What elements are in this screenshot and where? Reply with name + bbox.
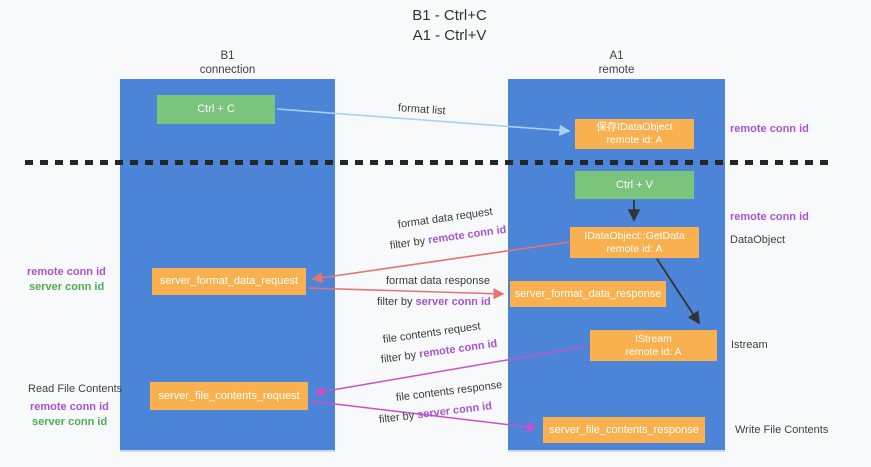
lane-a1-subtitle: remote (598, 64, 635, 76)
save-idataobject-line1: 保存IDataObject (596, 121, 673, 133)
label-format-data-response: format data response (386, 275, 490, 287)
annotation-left-server-conn-id-1: server conn id (29, 281, 105, 293)
label-filter-server-1: filter by server conn id (377, 296, 491, 308)
istream-line2: remote id: A (625, 345, 682, 358)
label-format-list: format list (397, 102, 446, 118)
lane-header-a1: A1 remote (508, 49, 725, 77)
box-ctrl-c: Ctrl + C (157, 95, 275, 124)
annotation-left-server-conn-id-2: server conn id (32, 416, 108, 428)
istream-line1: IStream (635, 332, 672, 345)
annotation-remote-conn-id-mid: remote conn id (730, 211, 809, 223)
box-server-file-contents-request: server_file_contents_request (150, 382, 308, 410)
filter-by-text: filter by (377, 296, 413, 308)
box-server-format-data-response: server_format_data_response (510, 281, 666, 307)
ctrl-c-label: Ctrl + C (197, 103, 235, 115)
ctrl-v-label: Ctrl + V (616, 178, 653, 191)
lane-header-b1: B1 connection (120, 49, 335, 77)
server-format-data-response-label: server_format_data_response (514, 287, 662, 300)
remote-conn-id-text: remote conn id (418, 337, 499, 361)
arrow-format-data-response (307, 287, 505, 300)
title-line-2: A1 - Ctrl+V (412, 27, 487, 44)
box-server-file-contents-response: server_file_contents_response (543, 417, 705, 443)
box-server-format-data-request: server_format_data_request (152, 268, 306, 295)
annotation-dataobject: DataObject (730, 234, 786, 246)
remote-conn-id-text: remote conn id (427, 223, 508, 247)
label-filter-server-2: filter by server conn id (378, 400, 492, 426)
filter-by-text: filter by (389, 235, 426, 252)
title-line-1: B1 - Ctrl+C (412, 7, 487, 24)
getdata-line1: IDataObject::GetData (584, 229, 685, 242)
annotation-remote-conn-id-top: remote conn id (730, 123, 809, 135)
annotation-read-file-contents: Read File Contents (28, 383, 123, 395)
diagram-title: B1 - Ctrl+C A1 - Ctrl+V (347, 6, 552, 46)
server-file-contents-response-label: server_file_contents_response (549, 423, 699, 436)
annotation-left-remote-conn-id-1: remote conn id (27, 266, 106, 278)
server-format-data-request-label: server_format_data_request (159, 275, 299, 287)
getdata-line2: remote id: A (606, 242, 663, 255)
box-istream: IStream remote id: A (590, 330, 717, 361)
filter-by-text: filter by (380, 349, 417, 366)
server-conn-id-text: server conn id (416, 400, 493, 422)
lane-b1-title: B1 (220, 50, 235, 62)
box-save-idataobject: 保存IDataObject remote id: A (575, 119, 694, 149)
annotation-istream: Istream (731, 339, 768, 351)
annotation-left-remote-conn-id-2: remote conn id (30, 401, 109, 413)
server-file-contents-request-label: server_file_contents_request (158, 389, 300, 402)
server-conn-id-text: server conn id (415, 296, 491, 308)
dashed-divider (25, 160, 833, 165)
lane-b1-subtitle: connection (199, 64, 256, 76)
filter-by-text: filter by (378, 409, 415, 426)
box-idataobject-getdata: IDataObject::GetData remote id: A (570, 227, 699, 258)
lane-a1-title: A1 (609, 50, 624, 62)
box-ctrl-v: Ctrl + V (575, 171, 694, 199)
save-idataobject-line2: remote id: A (606, 134, 663, 146)
annotation-write-file-contents: Write File Contents (735, 424, 829, 436)
